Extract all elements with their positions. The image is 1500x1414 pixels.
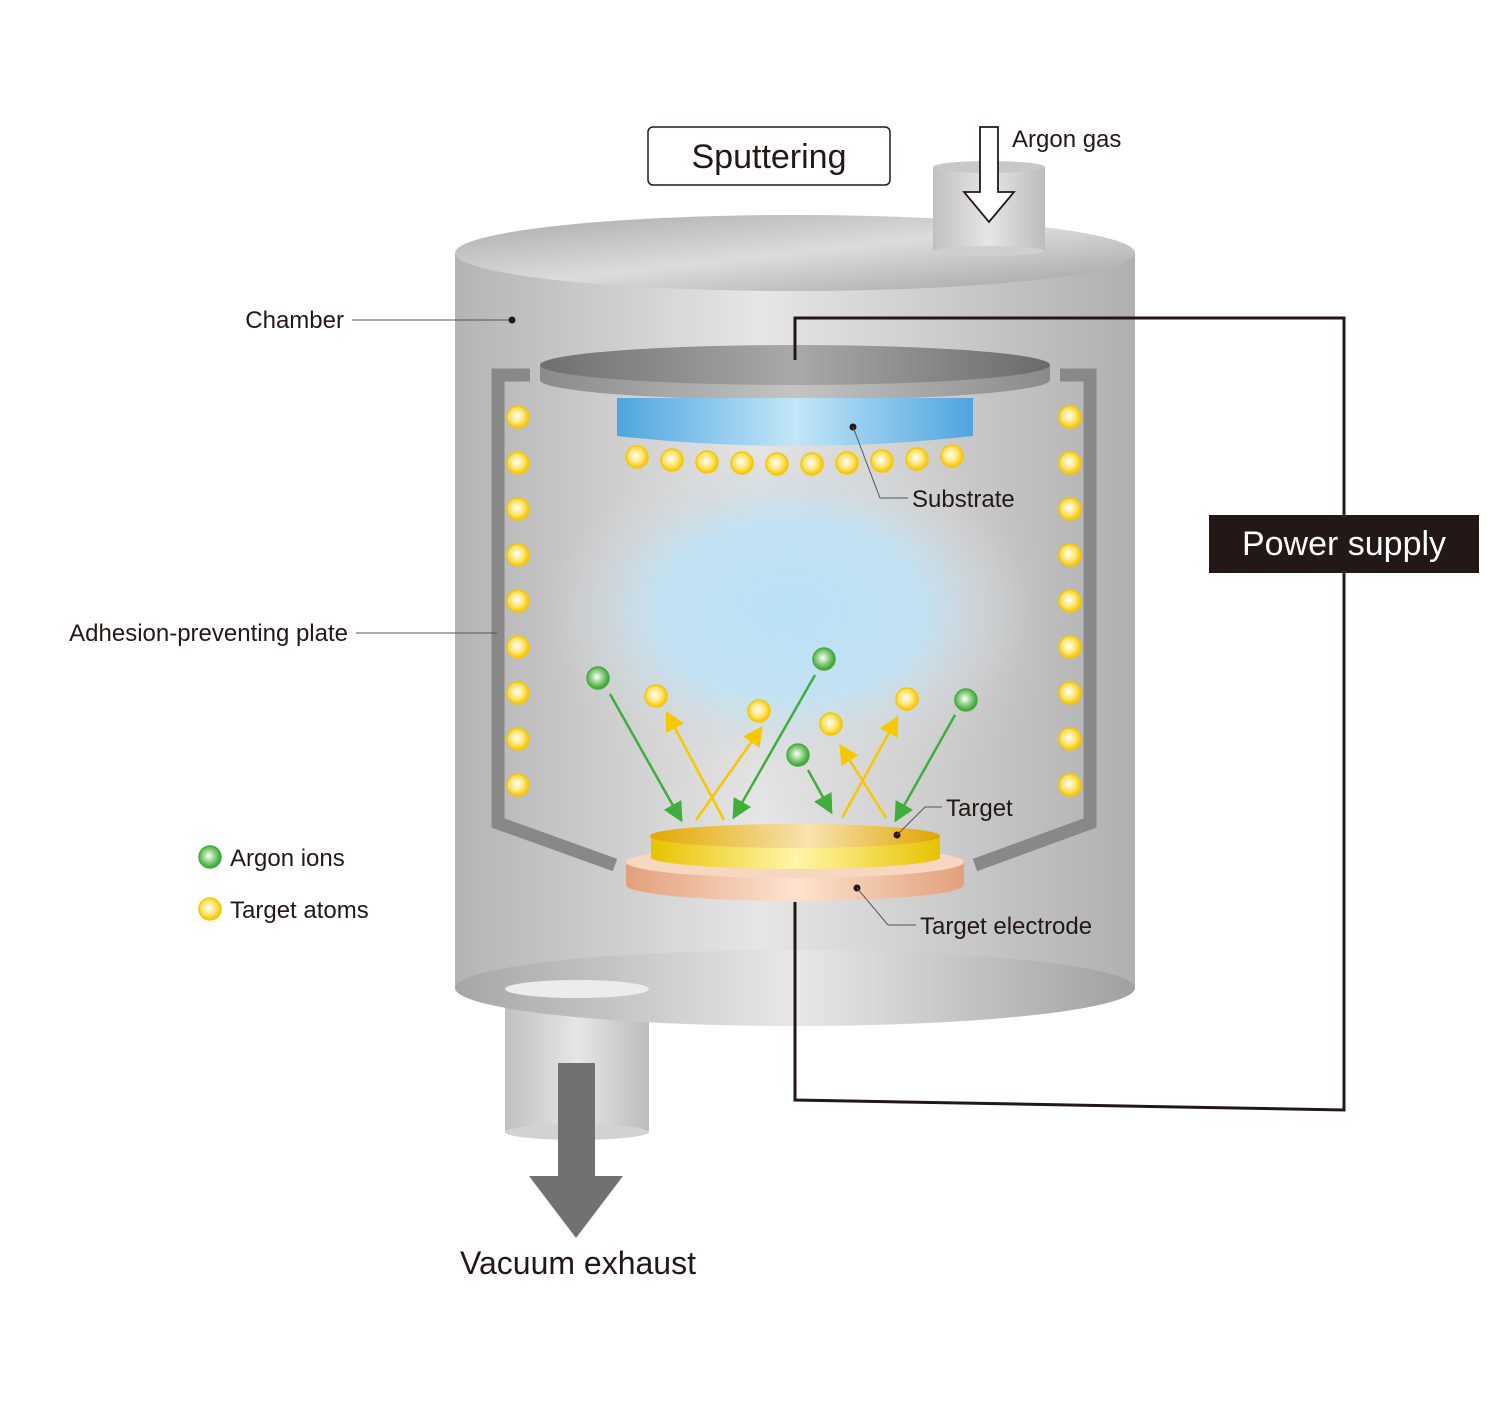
adhesion-preventing-plate <box>491 368 1097 872</box>
deposited-atoms-substrate <box>625 444 964 476</box>
deposited-target-atom <box>1058 681 1082 705</box>
argon-gas-arrow-icon <box>962 126 1016 224</box>
particle-trajectories <box>608 674 957 823</box>
argon-ion-legend-icon <box>198 845 222 869</box>
deposited-target-atom <box>1058 635 1082 659</box>
deposited-target-atom <box>625 445 649 469</box>
legend-target-atoms: Target atoms <box>230 897 369 924</box>
deposited-target-atom <box>1058 405 1082 429</box>
target-electrode-label: Target electrode <box>920 913 1092 940</box>
deposited-target-atom <box>730 451 754 475</box>
exhaust-opening <box>505 980 649 998</box>
deposited-target-atom <box>905 447 929 471</box>
power-circuit-wire <box>793 316 1346 1112</box>
deposited-target-atom <box>835 451 859 475</box>
deposited-target-atom <box>506 589 530 613</box>
argon-ion-trajectory-arrow <box>894 714 957 823</box>
argon-ion-trajectory-arrow <box>806 769 833 815</box>
deposited-atoms-plates <box>506 405 1082 797</box>
target-atom <box>819 712 843 736</box>
argon-ion <box>586 666 610 690</box>
deposited-target-atom <box>1058 497 1082 521</box>
deposited-target-atom <box>695 450 719 474</box>
target-electrode-leader-line <box>856 887 916 926</box>
target-atom <box>747 699 771 723</box>
power-supply: Power supply <box>1209 515 1479 573</box>
target-label: Target <box>946 795 1013 822</box>
target-atom-trajectory-arrow <box>665 710 726 821</box>
deposited-target-atom <box>765 452 789 476</box>
power-supply-label: Power supply <box>1242 525 1446 563</box>
target-atom-trajectory-arrow <box>839 743 888 819</box>
deposited-target-atom <box>506 681 530 705</box>
argon-ion <box>812 647 836 671</box>
target <box>650 824 940 870</box>
legend-argon-ions: Argon ions <box>230 845 345 872</box>
substrate-holder <box>540 345 1050 400</box>
deposited-target-atom <box>506 543 530 567</box>
title-box: Sputtering <box>647 126 891 186</box>
argon-ion <box>786 743 810 767</box>
target-leader-line <box>896 806 942 836</box>
deposited-target-atom <box>506 727 530 751</box>
argon-ion-trajectory-arrow <box>732 674 817 820</box>
target-atom-trajectory-arrow <box>694 725 763 821</box>
deposited-target-atom <box>1058 543 1082 567</box>
diagram-title: Sputtering <box>692 138 847 176</box>
argon-gas-label: Argon gas <box>1012 126 1121 153</box>
target-atom <box>644 684 668 708</box>
target-atom <box>895 687 919 711</box>
substrate <box>617 398 973 446</box>
substrate-leader-line <box>852 426 908 499</box>
deposited-target-atom <box>940 444 964 468</box>
target-atom-legend-icon <box>198 897 222 921</box>
deposited-target-atom <box>506 773 530 797</box>
vacuum-exhaust-arrow-icon <box>529 1063 623 1238</box>
deposited-target-atom <box>800 452 824 476</box>
deposited-target-atom <box>506 405 530 429</box>
vacuum-exhaust-label: Vacuum exhaust <box>460 1245 696 1281</box>
chamber-pointer-dot <box>508 316 516 324</box>
chamber-label: Chamber <box>245 307 344 334</box>
deposited-target-atom <box>1058 589 1082 613</box>
deposited-target-atom <box>1058 773 1082 797</box>
particles <box>586 647 978 767</box>
deposited-target-atom <box>870 449 894 473</box>
deposited-target-atom <box>506 635 530 659</box>
target-atom-trajectory-arrow <box>840 715 899 819</box>
substrate-label: Substrate <box>912 486 1015 513</box>
argon-ion-trajectory-arrow <box>608 693 683 823</box>
deposited-target-atom <box>660 448 684 472</box>
argon-ion <box>954 688 978 712</box>
legend: Argon ions Target atoms <box>198 845 369 924</box>
deposited-target-atom <box>1058 727 1082 751</box>
deposited-target-atom <box>506 451 530 475</box>
deposited-target-atom <box>506 497 530 521</box>
adhesion-plate-label: Adhesion-preventing plate <box>69 620 348 647</box>
deposited-target-atom <box>1058 451 1082 475</box>
